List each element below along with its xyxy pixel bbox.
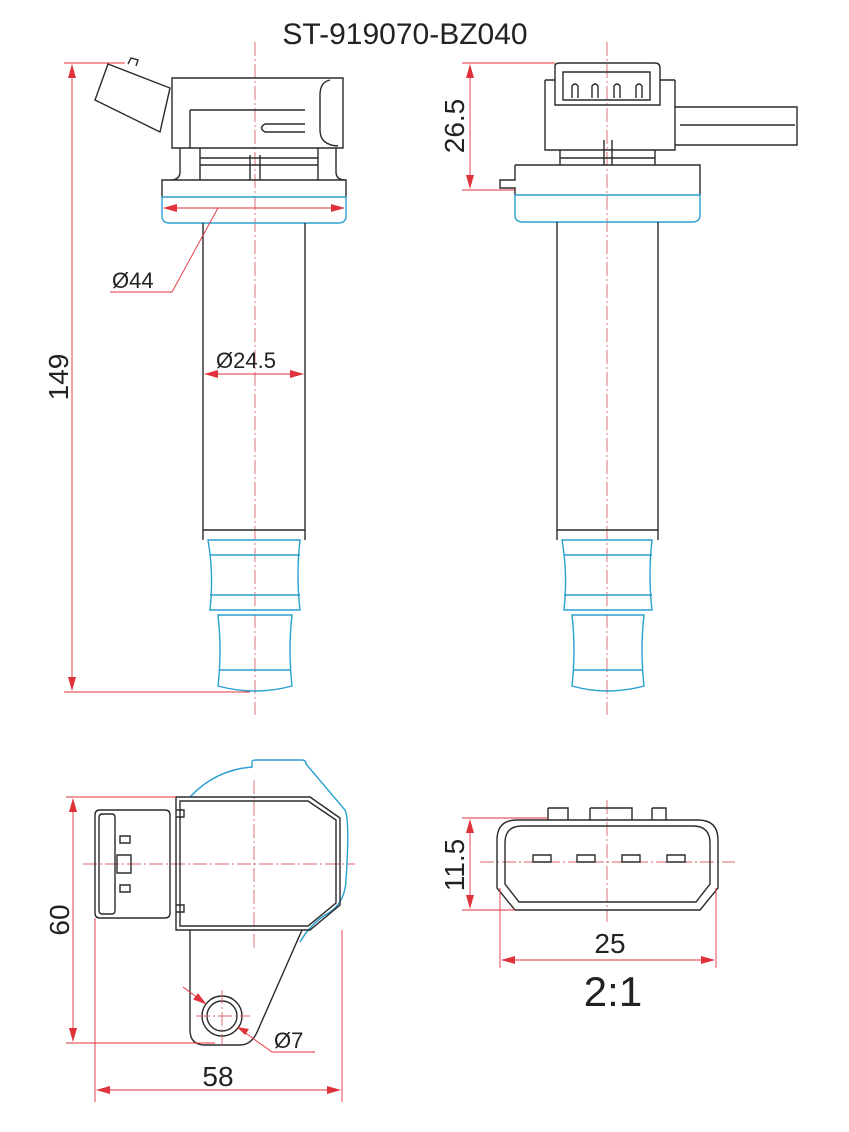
front-view: Ø44 Ø24.5 149 bbox=[43, 42, 347, 715]
connector-face-view: 11.5 25 2:1 bbox=[439, 800, 735, 1015]
connector-height-label: 11.5 bbox=[439, 839, 470, 891]
mount-hole-diameter-label: Ø7 bbox=[274, 1028, 303, 1053]
flange-diameter-label: Ø44 bbox=[112, 268, 154, 293]
top-view-height-label: 60 bbox=[44, 904, 75, 935]
head-height-label: 26.5 bbox=[439, 99, 470, 154]
overall-length-label: 149 bbox=[43, 354, 74, 401]
top-view: Ø7 60 58 bbox=[44, 759, 355, 1102]
top-view-width-label: 58 bbox=[202, 1061, 233, 1092]
scale-label: 2:1 bbox=[584, 968, 642, 1015]
drawing-title: ST-919070-BZ040 bbox=[282, 18, 527, 51]
connector-width-label: 25 bbox=[594, 928, 625, 959]
side-view: 26.5 bbox=[439, 42, 798, 715]
tube-diameter-label: Ø24.5 bbox=[216, 348, 276, 373]
